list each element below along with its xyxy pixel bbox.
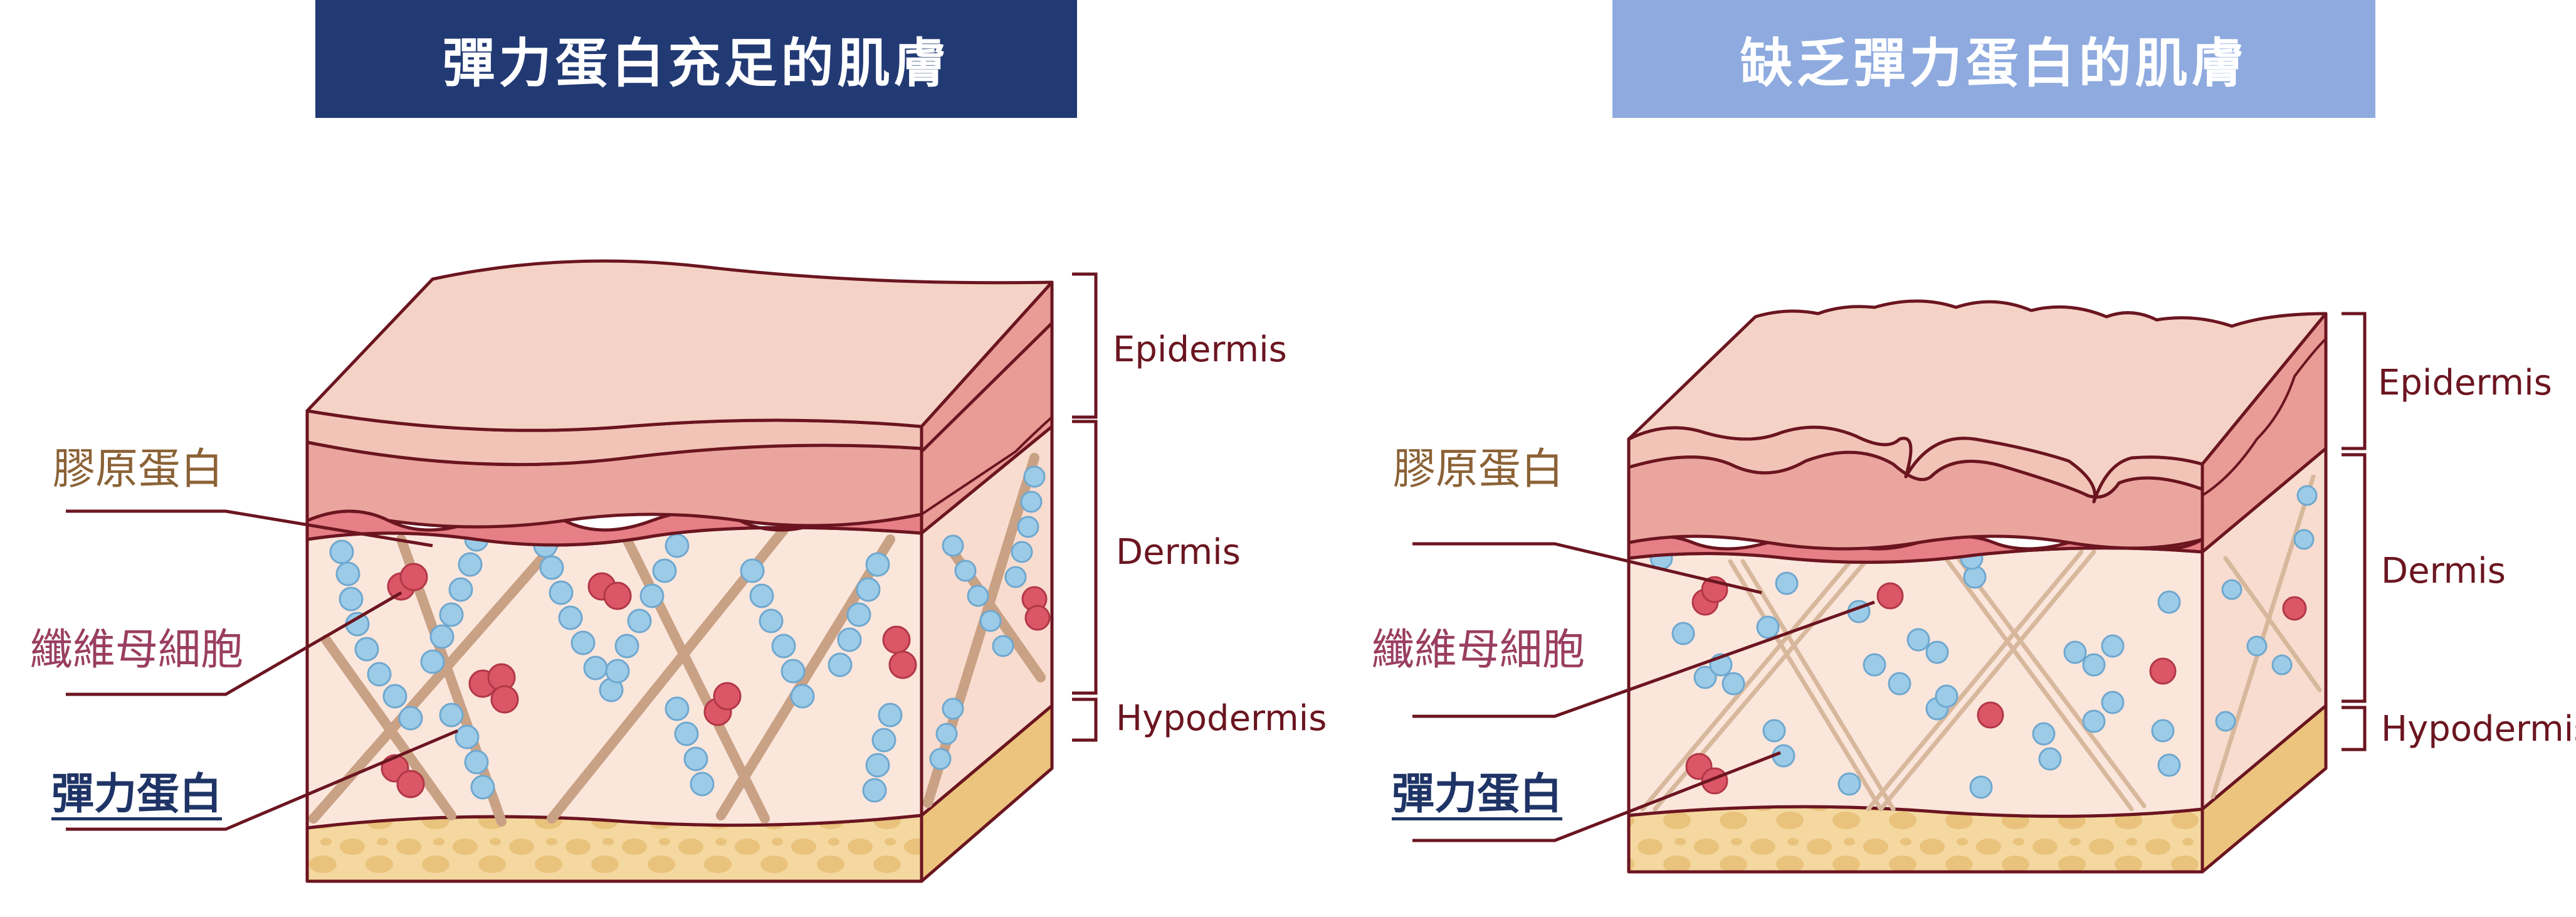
hypodermis-front: [305, 814, 923, 883]
collagen-leader-right: [1412, 542, 1762, 595]
fibroblast-leader-left: [66, 591, 402, 696]
right-leader-lines: [1412, 542, 1875, 842]
left-leader-lines: [66, 509, 458, 831]
bracket-hypodermis-right: [2342, 706, 2367, 751]
skin-block-healthy: [305, 259, 1054, 883]
layer-hypodermis-left: Hypodermis: [1116, 698, 1327, 739]
fibroblast-leader-right: [1412, 600, 1875, 718]
left-brackets: [1072, 272, 1098, 742]
banner-right: 缺乏彈力蛋白的肌膚: [1612, 0, 2375, 118]
fibroblast-cells-r: [1685, 576, 2307, 795]
collagen-fibers-r: [1640, 474, 2322, 812]
bracket-epidermis-right: [2342, 312, 2367, 450]
layer-epidermis-left: Epidermis: [1113, 329, 1287, 370]
elastin-fibers: [329, 465, 1046, 803]
bracket-dermis-right: [2342, 453, 2367, 703]
label-fibroblast-left: 纖維母細胞: [30, 625, 244, 675]
banner-right-title: 缺乏彈力蛋白的肌膚: [1740, 32, 2248, 94]
layer-epidermis-right: Epidermis: [2378, 363, 2552, 403]
bracket-dermis-left: [1072, 420, 1098, 695]
banner-left-title: 彈力蛋白充足的肌膚: [442, 32, 950, 94]
bracket-epidermis-left: [1072, 272, 1098, 419]
label-collagen-left: 膠原蛋白: [53, 445, 224, 494]
collagen-leader-left: [66, 509, 433, 548]
elastin-leader-left: [66, 729, 458, 831]
right-brackets: [2342, 312, 2367, 751]
elastin-leader-right: [1412, 751, 1781, 842]
layer-dermis-right: Dermis: [2381, 551, 2506, 591]
skin-block-deficient: [1627, 299, 2328, 874]
label-elastin-left: 彈力蛋白: [51, 770, 223, 819]
fibroblast-cells: [381, 563, 1051, 798]
label-fibroblast-right: 纖維母細胞: [1372, 625, 1585, 675]
banner-left: 彈力蛋白充足的肌膚: [315, 0, 1077, 118]
label-collagen-right: 膠原蛋白: [1393, 445, 1564, 494]
layer-dermis-left: Dermis: [1116, 532, 1241, 573]
epidermis-top-face-r: [1627, 299, 2328, 504]
layer-hypodermis-right: Hypodermis: [2381, 709, 2576, 750]
label-elastin-right: 彈力蛋白: [1392, 770, 1563, 819]
bracket-hypodermis-left: [1072, 697, 1098, 742]
